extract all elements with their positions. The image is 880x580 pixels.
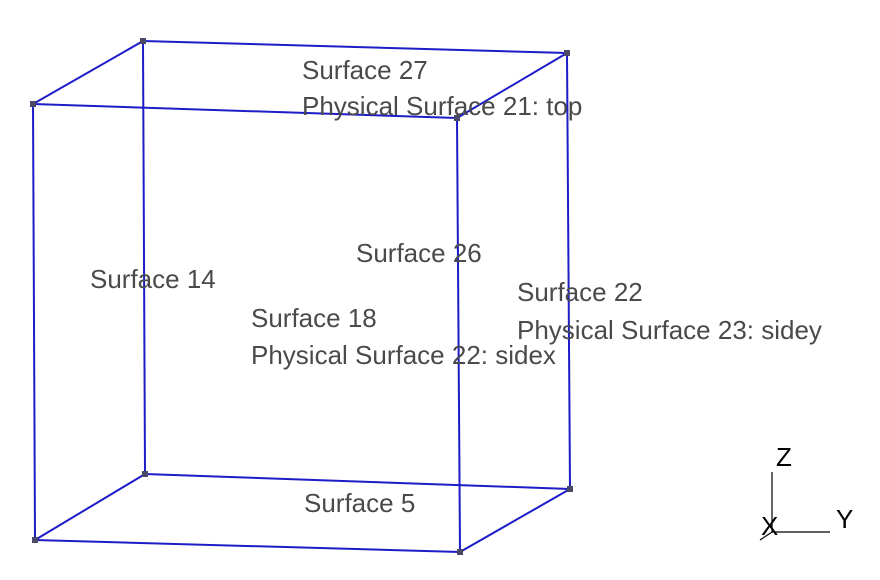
edge-bottom-left [34,473,146,541]
edge-top-back [142,40,568,54]
axis-triad [759,472,830,541]
label-physical-surface-22: Physical Surface 22: sidex [251,340,556,370]
vertex-point[interactable] [454,115,460,121]
label-surface-5: Surface 5 [304,488,416,518]
edge-top-front [32,103,458,119]
vertex-point[interactable] [142,471,148,477]
edge-vertical-front-left [32,103,36,541]
vertex-point[interactable] [567,486,573,492]
x-axis-line [759,531,773,541]
label-surface-18: Surface 18 [251,303,377,333]
label-surface-14: Surface 14 [90,264,216,294]
axis-label-x: X [761,511,779,541]
label-surface-27: Surface 27 [302,55,428,85]
label-physical-surface-21: Physical Surface 21: top [302,91,583,121]
edge-bottom-right [459,488,571,553]
edge-vertical-back-left [142,40,146,475]
edge-top-left [32,40,144,105]
vertex-point[interactable] [457,549,463,555]
label-surface-26: Surface 26 [356,238,482,268]
label-physical-surface-23: Physical Surface 23: sidey [517,315,822,345]
vertex-point[interactable] [32,537,38,543]
vertex-point[interactable] [564,50,570,56]
edge-vertical-back-right [566,52,571,490]
edge-vertical-front-right [456,117,461,553]
edge-bottom-front [34,539,461,553]
vertex-point[interactable] [140,38,146,44]
axis-label-y: Y [836,504,854,534]
label-surface-22: Surface 22 [517,277,643,307]
axis-label-z: Z [776,442,792,472]
edge-bottom-back [144,473,571,490]
edge-top-right [456,52,568,119]
vertex-point[interactable] [30,101,36,107]
